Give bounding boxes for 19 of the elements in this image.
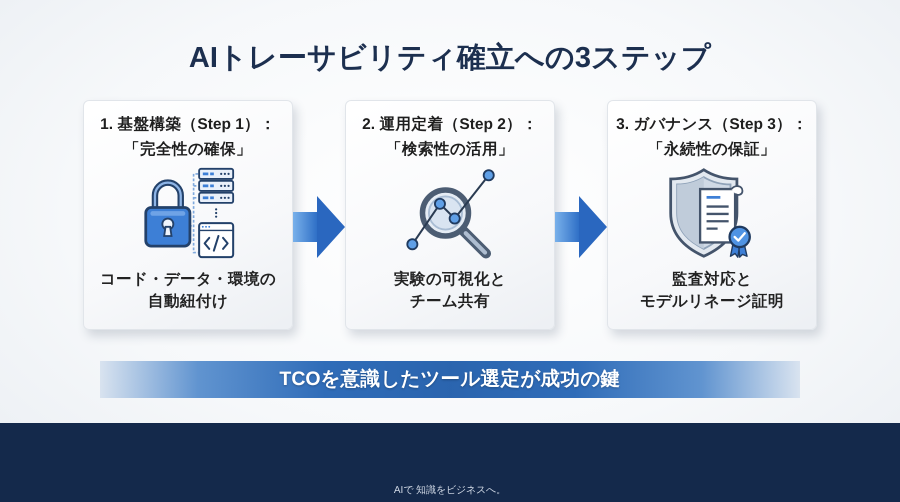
banner-text: TCOを意識したツール選定が成功の鍵 — [278, 367, 622, 392]
step-heading: 3. ガバナンス（Step 3）： — [615, 115, 809, 135]
highlight-banner — [100, 361, 800, 398]
step-subtitle: 「永続性の保証」 — [647, 140, 777, 160]
arrow — [555, 196, 607, 258]
tagline: AIで 知識をビジネスへ。 — [392, 484, 508, 498]
step-heading: 1. 基盤構築（Step 1）： — [99, 115, 277, 135]
title: AIトレーサビリティ確立への3ステップ — [188, 40, 712, 76]
step-card — [607, 100, 817, 330]
arrow — [293, 196, 345, 258]
step-description: 監査対応とモデルリネージ証明 — [639, 270, 785, 312]
step-description: コード・データ・環境の自動紐付け — [99, 270, 277, 312]
step-subtitle: 「完全性の確保」 — [123, 140, 253, 160]
step-card — [345, 100, 555, 330]
step-subtitle: 「検索性の活用」 — [385, 140, 515, 160]
footer-band — [0, 423, 900, 502]
step-heading: 2. 運用定着（Step 2）： — [361, 114, 539, 135]
step-card — [83, 100, 293, 330]
step-description: 実験の可視化とチーム共有 — [393, 270, 507, 312]
